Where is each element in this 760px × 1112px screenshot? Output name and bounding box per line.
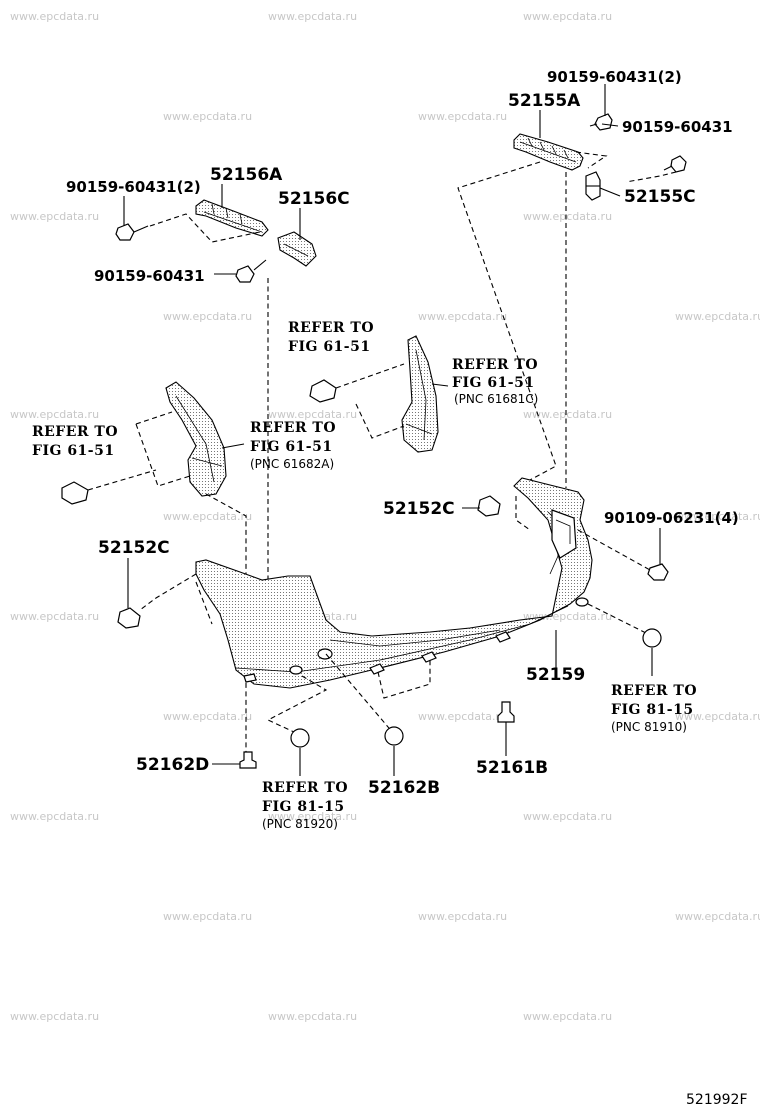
watermark: www.epcdata.ru	[268, 810, 357, 823]
retainer-52156a[interactable]	[195, 199, 269, 237]
rivet-52162d-icon[interactable]	[239, 751, 257, 769]
part-52155c-label: 52155C	[624, 187, 696, 207]
watermark: www.epcdata.ru	[163, 310, 252, 323]
watermark: www.epcdata.ru	[10, 810, 99, 823]
part-52152c-left-label: 52152C	[98, 538, 170, 558]
clip-ref-upper-icon[interactable]	[309, 379, 337, 403]
svg-text:REFER TO: REFER TO	[250, 420, 336, 436]
reference-fig-81-15-pnc-81920: REFER TO FIG 81-15 (PNC 81920)	[262, 780, 348, 831]
bracket-52156c[interactable]	[277, 231, 317, 267]
svg-text:REFER TO: REFER TO	[611, 683, 697, 699]
clip-52161b-icon[interactable]	[497, 701, 515, 723]
svg-text:REFER TO: REFER TO	[288, 320, 374, 336]
svg-text:REFER TO: REFER TO	[32, 424, 118, 440]
watermark: www.epcdata.ru	[523, 610, 612, 623]
part-90159-60431-top-label: 90159-60431	[622, 118, 733, 136]
svg-text:FIG 61-51: FIG 61-51	[250, 439, 333, 455]
watermark: www.epcdata.ru	[523, 408, 612, 421]
svg-text:(PNC 81920): (PNC 81920)	[262, 817, 338, 831]
watermark: www.epcdata.ru	[675, 710, 760, 723]
watermark: www.epcdata.ru	[418, 310, 507, 323]
watermark: www.epcdata.ru	[268, 10, 357, 23]
svg-text:(PNC 61682A): (PNC 61682A)	[250, 457, 334, 471]
part-90159-60431-top-qty-label: 90159-60431(2)	[547, 68, 682, 86]
reference-fig-61-51-pnc-61682a: REFER TO FIG 61-51 (PNC 61682A)	[250, 420, 336, 471]
part-90159-60431-left-qty-label: 90159-60431(2)	[66, 178, 201, 196]
reference-fig-81-15-pnc-81910: REFER TO FIG 81-15 (PNC 81910)	[611, 683, 697, 734]
watermark-layer: www.epcdata.ru www.epcdata.ru www.epcdat…	[10, 10, 760, 1023]
watermark: www.epcdata.ru	[523, 210, 612, 223]
watermark: www.epcdata.ru	[10, 1010, 99, 1023]
svg-text:FIG 61-51: FIG 61-51	[32, 443, 115, 459]
diagram-code: 521992F	[686, 1092, 748, 1108]
watermark: www.epcdata.ru	[163, 510, 252, 523]
watermark: www.epcdata.ru	[675, 910, 760, 923]
watermark: www.epcdata.ru	[675, 310, 760, 323]
watermark: www.epcdata.ru	[418, 710, 507, 723]
svg-text:FIG 61-51: FIG 61-51	[288, 339, 371, 355]
svg-text:FIG 81-15: FIG 81-15	[611, 702, 694, 718]
screw-90159-60431-left-icon[interactable]	[235, 259, 267, 283]
part-52156a-label: 52156A	[210, 165, 283, 185]
watermark: www.epcdata.ru	[418, 110, 507, 123]
svg-text:REFER TO: REFER TO	[262, 780, 348, 796]
svg-text:(PNC 61681C): (PNC 61681C)	[454, 392, 538, 406]
reference-fig-61-51-pnc-61681c: REFER TO FIG 61-51 (PNC 61681C)	[452, 357, 538, 406]
watermark: www.epcdata.ru	[10, 408, 99, 421]
watermark: www.epcdata.ru	[675, 510, 760, 523]
clip-52152c-left-icon[interactable]	[117, 607, 141, 629]
watermark: www.epcdata.ru	[10, 10, 99, 23]
side-extension-left[interactable]	[165, 381, 227, 497]
cap-52162b-icon[interactable]	[384, 726, 404, 746]
screw-90159-60431-right-icon[interactable]	[663, 155, 687, 173]
retainer-52155a[interactable]	[513, 133, 584, 171]
part-90159-60431-left-label: 90159-60431	[94, 267, 205, 285]
part-52152c-mid-label: 52152C	[383, 499, 455, 519]
watermark: www.epcdata.ru	[10, 610, 99, 623]
watermark: www.epcdata.ru	[523, 810, 612, 823]
reference-fig-61-51-upper: REFER TO FIG 61-51	[288, 320, 374, 355]
part-52161b-label: 52161B	[476, 758, 548, 778]
clip-52152c-mid-icon[interactable]	[477, 495, 501, 517]
watermark: www.epcdata.ru	[268, 408, 357, 421]
watermark: www.epcdata.ru	[163, 910, 252, 923]
watermark: www.epcdata.ru	[523, 10, 612, 23]
screw-90109-06231-icon[interactable]	[647, 563, 669, 581]
svg-text:FIG 61-51: FIG 61-51	[452, 375, 535, 391]
cap-ref-81910-icon[interactable]	[642, 628, 662, 648]
bumper-cover-52159[interactable]	[195, 477, 593, 689]
screw-90159-60431-left-2-icon[interactable]	[115, 223, 149, 241]
screw-90159-60431-top-icon[interactable]	[589, 113, 613, 131]
svg-text:FIG 81-15: FIG 81-15	[262, 799, 345, 815]
watermark: www.epcdata.ru	[163, 110, 252, 123]
watermark: www.epcdata.ru	[10, 210, 99, 223]
part-52162d-label: 52162D	[136, 755, 209, 775]
svg-text:REFER TO: REFER TO	[452, 357, 538, 373]
clip-ref-left-icon[interactable]	[61, 481, 89, 505]
watermark: www.epcdata.ru	[268, 1010, 357, 1023]
part-52156c-label: 52156C	[278, 189, 350, 209]
part-90109-06231-label: 90109-06231(4)	[604, 509, 739, 527]
clip-52155c-icon[interactable]	[585, 171, 601, 201]
part-52155a-label: 52155A	[508, 91, 581, 111]
side-extension-right[interactable]	[401, 335, 439, 453]
part-52159-label: 52159	[526, 665, 585, 685]
watermark: www.epcdata.ru	[523, 1010, 612, 1023]
watermark: www.epcdata.ru	[418, 910, 507, 923]
reference-fig-61-51-left: REFER TO FIG 61-51	[32, 424, 118, 459]
cap-ref-81920-icon[interactable]	[290, 728, 310, 748]
svg-text:(PNC 81910): (PNC 81910)	[611, 720, 687, 734]
part-52162b-label: 52162B	[368, 778, 440, 798]
watermark: www.epcdata.ru	[163, 710, 252, 723]
